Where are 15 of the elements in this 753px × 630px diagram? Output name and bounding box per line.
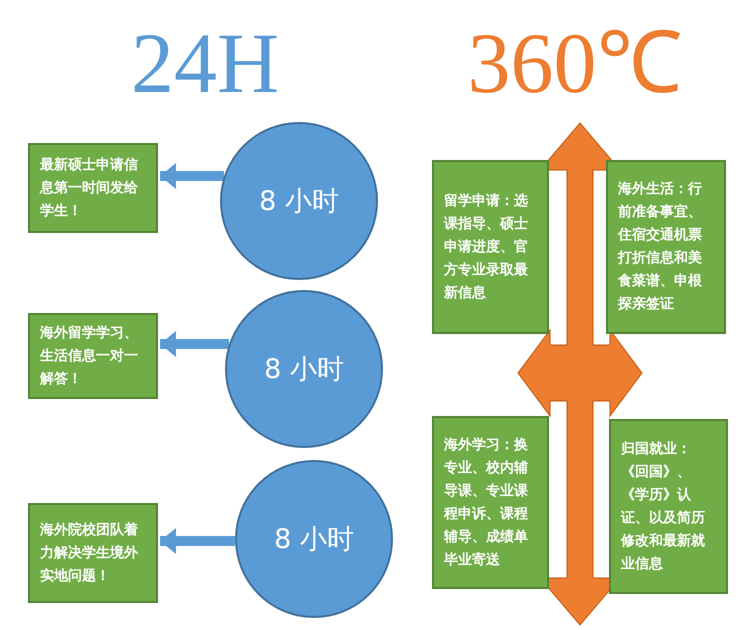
info-card: 海外学习：换专业、校内辅导课、专业课程申诉、课程辅导、成绩单毕业寄送 (432, 416, 549, 589)
arrow (160, 528, 236, 554)
info-card: 海外留学学习、生活信息一对一解答！ (28, 313, 158, 399)
info-card: 归国就业：《回国》、《学历》认证、以及简历修改和最新就业信息 (609, 419, 728, 594)
info-card: 海外生活：行前准备事宜、住宿交通机票打折信息和美食菜谱、申根探亲签证 (606, 160, 726, 334)
heading: 360℃ (468, 18, 682, 108)
info-card: 最新硕士申请信息第一时间发给学生！ (28, 143, 158, 233)
info-card: 海外院校团队着力解决学生境外实地问题！ (28, 503, 158, 603)
info-card: 留学申请：选课指导、硕士申请进度、官方专业录取最新信息 (432, 160, 549, 334)
time-circle: 8 小时 (235, 460, 393, 618)
heading: 24H (131, 18, 280, 108)
arrow (160, 163, 224, 189)
arrow (160, 331, 230, 357)
time-circle: 8 小时 (220, 122, 378, 280)
time-circle: 8 小时 (225, 290, 383, 448)
